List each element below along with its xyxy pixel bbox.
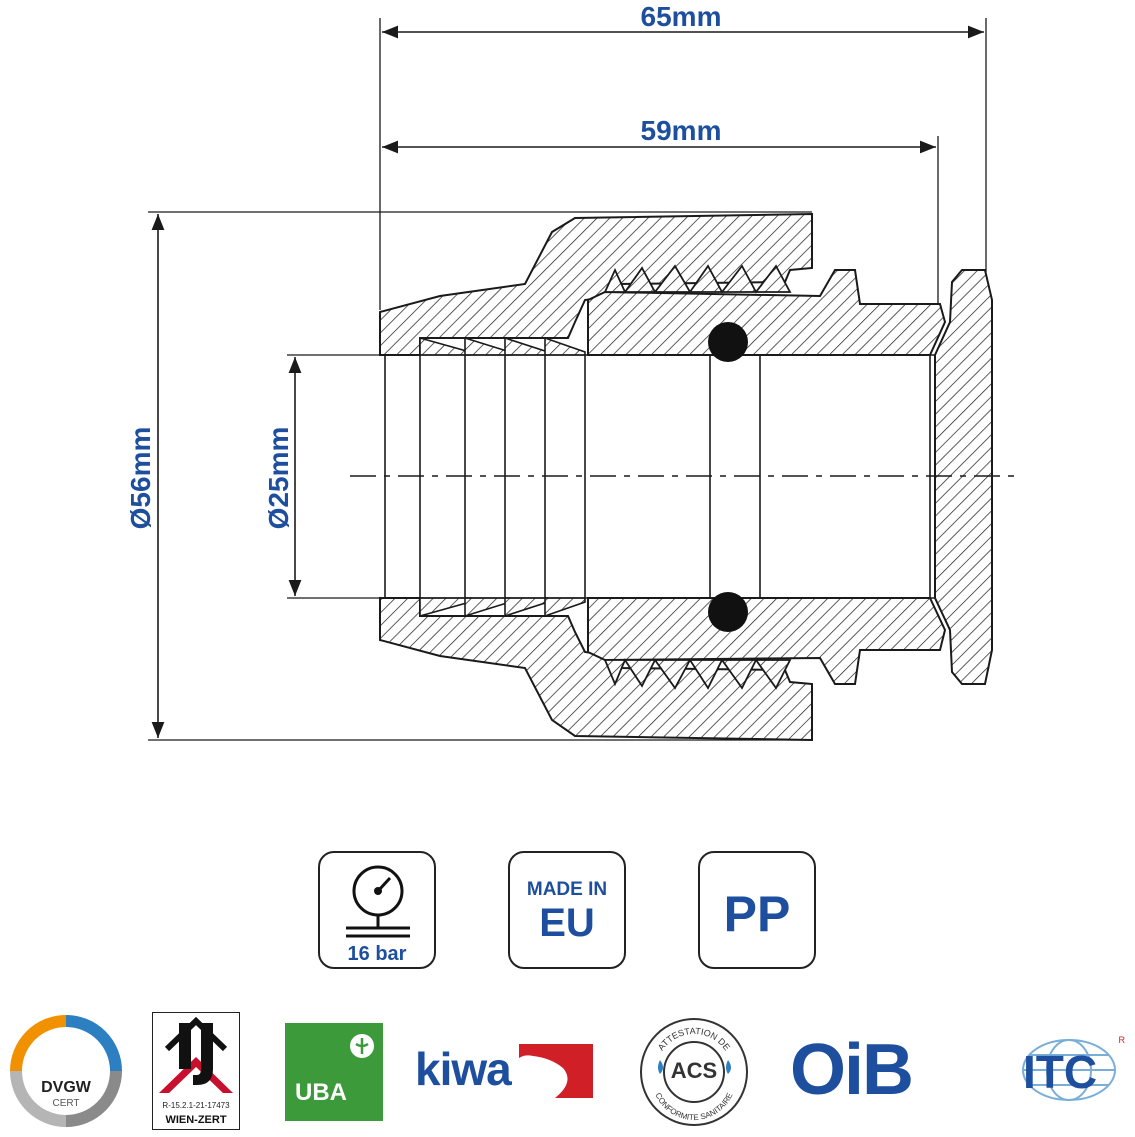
extension-lines xyxy=(148,18,987,741)
itc-registered-mark: R xyxy=(1118,1035,1126,1045)
grip-ring xyxy=(419,336,586,618)
kiwa-logo: kiwa xyxy=(415,1040,597,1102)
oib-logo: OiB xyxy=(790,1030,955,1110)
dvgw-ring-icon xyxy=(10,1015,122,1127)
uba-logo: UBA xyxy=(285,1023,383,1121)
wien-zert-label: WIEN-ZERT xyxy=(165,1114,227,1126)
material-label: PP xyxy=(723,886,791,942)
thread-teeth xyxy=(603,264,792,690)
kiwa-label: kiwa xyxy=(415,1043,512,1095)
itc-logo: ITC R xyxy=(1005,1035,1133,1107)
itc-globe-icon xyxy=(1022,1039,1116,1101)
acs-logo: ATTESTATION DE CONFORMITE SANITAIRE ACS xyxy=(638,1016,750,1128)
dvgw-label: DVGW xyxy=(41,1079,91,1096)
oib-label: OiB xyxy=(790,1030,914,1110)
uba-tree-icon xyxy=(350,1034,374,1058)
uba-label: UBA xyxy=(295,1079,347,1106)
o-ring-top xyxy=(708,322,748,362)
made-in-label: MADE IN xyxy=(526,879,608,900)
wien-zert-emblem-icon xyxy=(159,1016,233,1093)
o-ring-bottom xyxy=(708,592,748,632)
pressure-badge: 16 bar xyxy=(318,851,436,969)
eu-label: EU xyxy=(539,901,595,945)
dim-label-25: Ø25mm xyxy=(263,427,294,530)
dim-label-65: 65mm xyxy=(641,1,722,32)
pressure-label: 16 bar xyxy=(347,943,407,965)
itc-label: ITC xyxy=(1023,1046,1098,1098)
wien-zert-logo: R-15.2.1-21-17473 WIEN-ZERT xyxy=(152,1012,240,1130)
dvgw-logo: DVGW CERT xyxy=(10,1015,122,1127)
dvgw-sub-label: CERT xyxy=(52,1098,80,1109)
technical-drawing: 65mm 59mm Ø56mm Ø25mm xyxy=(125,1,1018,742)
dim-label-56: Ø56mm xyxy=(125,427,156,530)
acs-label: ACS xyxy=(670,1058,718,1083)
wien-zert-code: R-15.2.1-21-17473 xyxy=(162,1101,230,1110)
pressure-gauge-icon xyxy=(346,865,410,938)
kiwa-animal-icon xyxy=(519,1044,593,1098)
acs-seal-icon: ATTESTATION DE CONFORMITE SANITAIRE xyxy=(640,1018,748,1126)
acs-ring-top-text: ATTESTATION DE xyxy=(656,1026,732,1052)
material-badge: PP xyxy=(698,851,816,969)
dim-label-59: 59mm xyxy=(641,115,722,146)
made-in-eu-badge: MADE IN EU xyxy=(508,851,626,969)
